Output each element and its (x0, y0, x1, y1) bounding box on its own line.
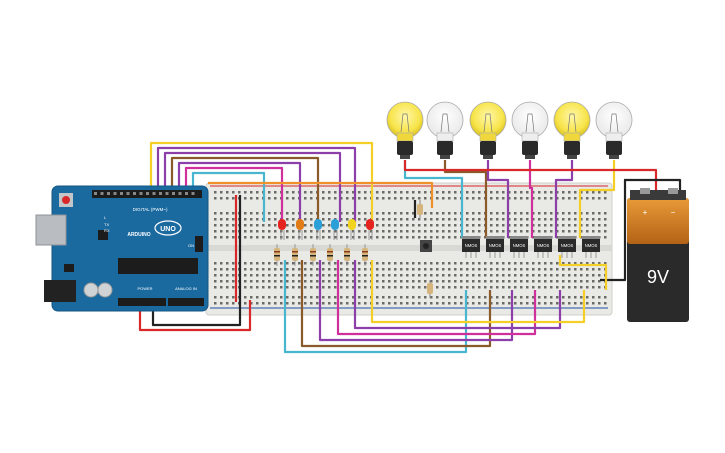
wire-purple-pin2 (163, 151, 342, 222)
analog-header (168, 298, 204, 306)
tx-label: TX (104, 222, 109, 227)
nmos-transistor: NMOS (534, 236, 552, 258)
nmos-label: NMOS (585, 243, 598, 248)
wire-yellow-rail (558, 255, 608, 290)
wire-purple-pin3 (177, 161, 302, 222)
uno-logo (154, 220, 182, 236)
battery-voltage-label: 9V (647, 267, 669, 287)
wire-black-gnd (151, 195, 242, 327)
nmos-label: NMOS (513, 243, 526, 248)
nmos-transistor: NMOS (486, 236, 504, 258)
power-header (118, 298, 166, 306)
light-bulb (386, 101, 424, 159)
nmos-transistor: NMOS (462, 236, 480, 258)
wire-cyan-pin (191, 171, 266, 222)
nmos-transistor: NMOS (558, 236, 576, 258)
breadboard (205, 182, 613, 316)
wire-red-5v (138, 300, 252, 332)
wire-magenta-pin (184, 166, 284, 222)
rx-label: RX (104, 228, 110, 233)
led (348, 219, 356, 240)
wire-brown-pin (170, 156, 320, 222)
nmos-label: NMOS (465, 243, 478, 248)
leds (274, 219, 374, 266)
wire-magenta-bulb (528, 160, 534, 238)
wire-magenta-low (336, 260, 537, 336)
model-label: UNO (160, 226, 176, 233)
button-resistor (427, 280, 433, 298)
resistor (274, 244, 280, 266)
wire-black-battery (624, 178, 682, 193)
battery-minus-label: − (671, 208, 676, 217)
wire-purple-low (318, 260, 514, 342)
capacitor (97, 282, 113, 298)
power-jack (44, 280, 76, 302)
light-bulb (553, 101, 591, 159)
light-bulbs (386, 101, 633, 159)
nmos-transistor: NMOS (510, 236, 528, 258)
led (314, 219, 322, 240)
light-bulb (469, 101, 507, 159)
battery-9v: + − 9V (627, 188, 689, 322)
wire-orange (208, 181, 434, 208)
battery-terminal-plus[interactable] (640, 188, 650, 194)
led (296, 219, 304, 240)
nmos-transistors: NMOS NMOS NMOS NMOS NMOS NMOS (462, 236, 600, 258)
wire-red-bulbs (403, 160, 658, 193)
led (366, 219, 374, 240)
atmega-chip (118, 258, 198, 274)
wire-purple-pin (156, 146, 357, 222)
nmos-label: NMOS (537, 243, 550, 248)
wire-purple-low2 (353, 260, 562, 330)
power-header-label: POWER (137, 286, 152, 291)
nmos-label: NMOS (561, 243, 574, 248)
light-bulb (426, 101, 464, 159)
battery-terminal-minus[interactable] (668, 188, 678, 194)
wire-yellow-low (370, 260, 586, 324)
capacitor (83, 282, 99, 298)
resistor (344, 244, 350, 266)
usb-port (35, 214, 67, 246)
resistor (327, 244, 333, 266)
push-button[interactable] (420, 240, 432, 252)
brand-label: ARDUINO (127, 232, 150, 238)
digital-header-label: DIGITAL (PWM~) (133, 207, 168, 212)
light-bulb (595, 101, 633, 159)
l-label: L (104, 215, 107, 220)
analog-header-label: ANALOG IN (175, 286, 197, 291)
wire-brown-bulb (443, 160, 488, 238)
pullup-resistor (417, 200, 423, 220)
battery-plus-label: + (643, 208, 648, 217)
wire-yellow-bulb (578, 160, 616, 238)
light-bulb (511, 101, 549, 159)
wire-brown-low (300, 260, 492, 348)
on-label: ON (188, 243, 194, 248)
resistor (310, 244, 316, 266)
resistor (362, 244, 368, 266)
led (331, 219, 339, 240)
resistor (292, 244, 298, 266)
wires (138, 141, 682, 354)
led (278, 219, 286, 240)
nmos-transistor: NMOS (582, 236, 600, 258)
breadboard-holes (214, 191, 607, 305)
wire-black-battery2 (600, 180, 627, 282)
nmos-label: NMOS (489, 243, 502, 248)
arduino-uno-board: DIGITAL (PWM~) ARDUINO UNO TX RX L ON PO… (35, 185, 209, 312)
